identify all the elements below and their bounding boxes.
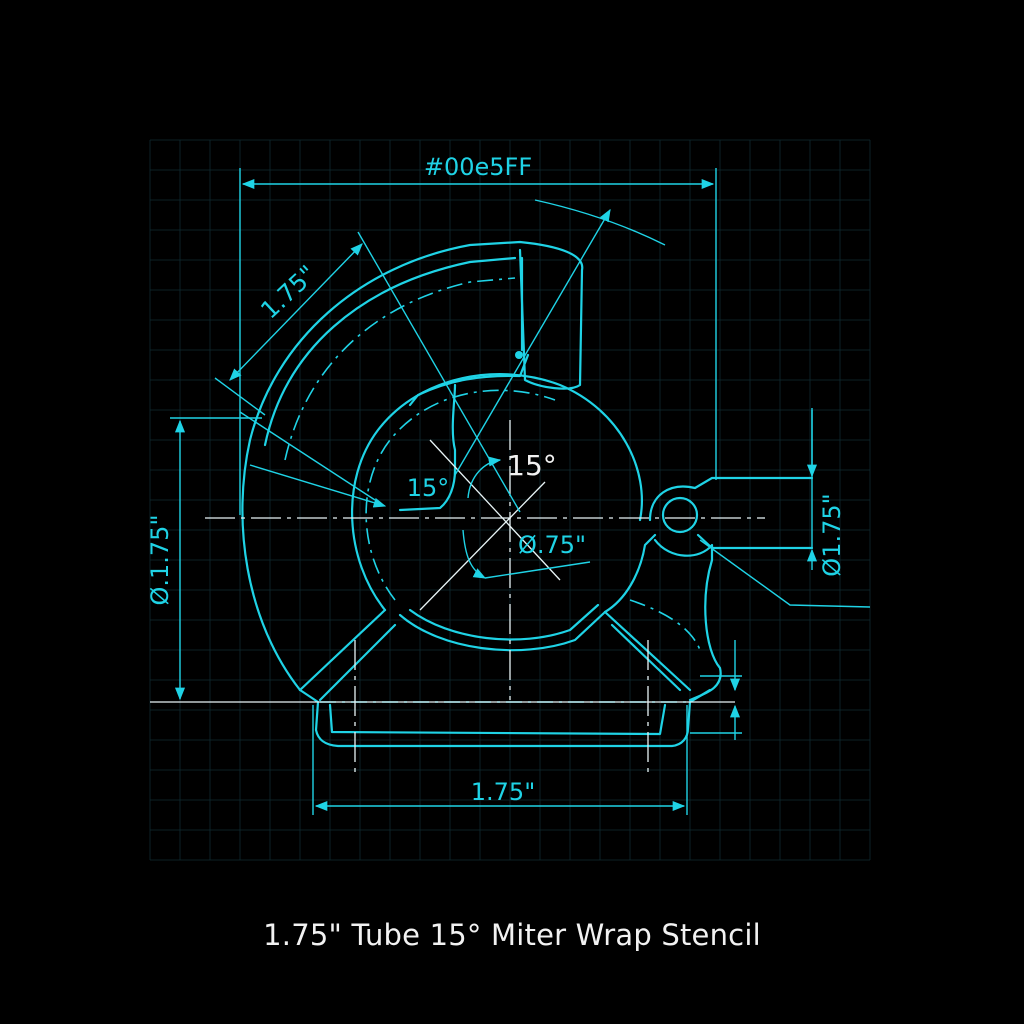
drawing-caption: 1.75" Tube 15° Miter Wrap Stencil xyxy=(263,918,761,952)
background-grid xyxy=(149,139,871,861)
angle-left-label: 15° xyxy=(407,474,450,502)
right-tab xyxy=(629,476,814,702)
base-plate xyxy=(298,608,712,748)
inner-diameter-label: Ø.75" xyxy=(518,531,586,559)
center-lines xyxy=(150,420,765,775)
tube-ring xyxy=(350,373,657,652)
dimension-lines xyxy=(170,168,871,815)
dim-right-diameter-label: Ø1.75" xyxy=(818,493,846,576)
angle-center-label: 15° xyxy=(507,449,557,482)
dim-left-diameter-label: Ø.1.75" xyxy=(146,515,174,606)
dim-bottom-label: 1.75" xyxy=(471,778,535,806)
dim-top-left-label: 1.75" xyxy=(255,260,321,324)
color-label: #00e5FF xyxy=(424,153,532,181)
